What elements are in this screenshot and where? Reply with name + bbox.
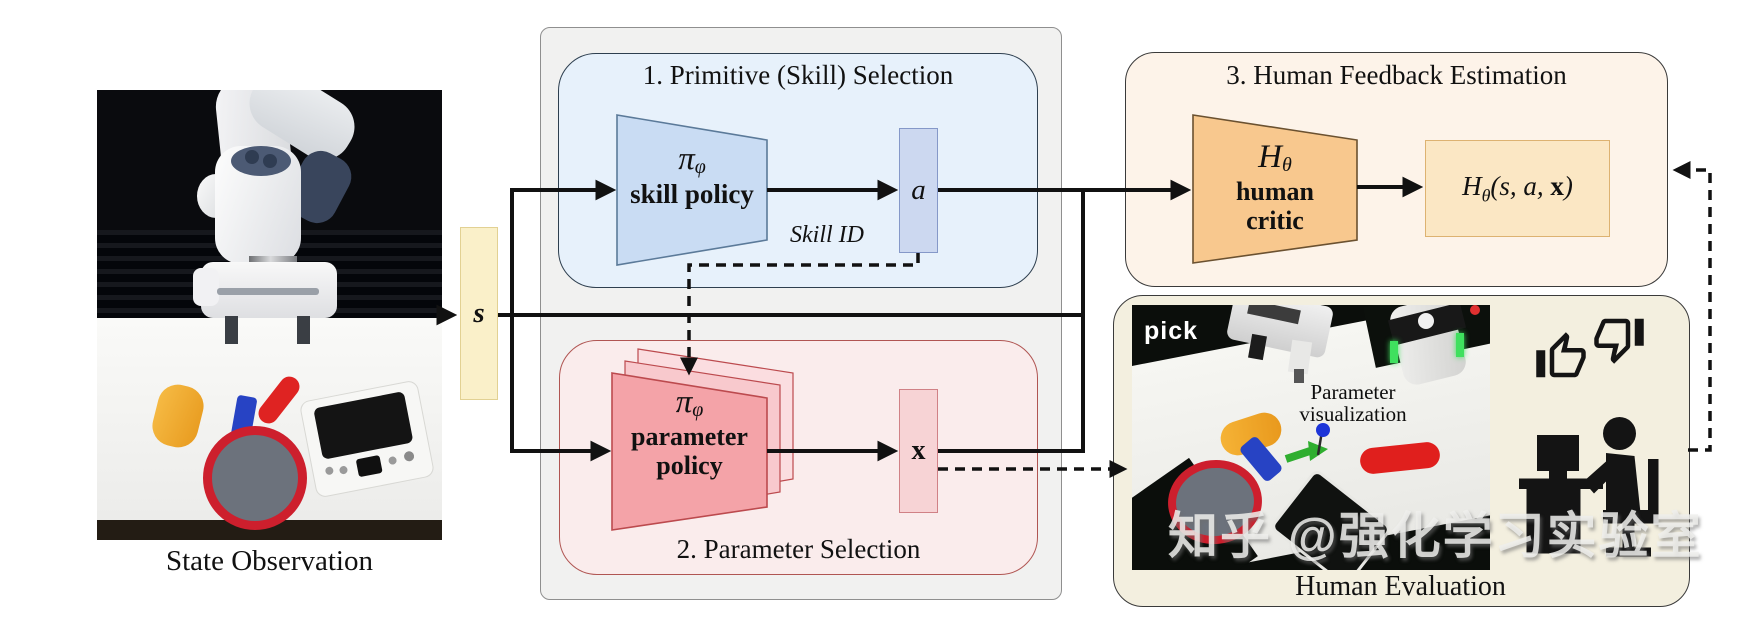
parameter-policy-text-line1: parameter	[631, 421, 748, 451]
chair-seat	[1603, 510, 1656, 524]
cooktop-button-1	[324, 466, 335, 476]
panel1-title: 1. Primitive (Skill) Selection	[642, 60, 954, 90]
eval-gripper-tip	[1294, 369, 1304, 383]
skill-output-label: a	[911, 174, 926, 206]
state-signal-box: s	[460, 227, 498, 400]
robot-top-cap	[231, 146, 291, 176]
photo-tag: pick	[1144, 317, 1199, 345]
feedback-output-formula: Hθ(s, a, x)	[1462, 171, 1573, 206]
panel3-title: 3. Human Feedback Estimation	[1226, 60, 1567, 90]
human-critic-text-line2: critic	[1246, 205, 1304, 235]
parameter-marker	[1284, 423, 1330, 463]
thumbs-down-rotation	[1594, 318, 1644, 364]
phi-subscript: φ	[694, 156, 706, 179]
cooktop-button-4	[403, 450, 415, 463]
pi-symbol: π	[675, 384, 693, 420]
annotation-line2: visualization	[1299, 402, 1407, 427]
robot-cap-button-right	[263, 154, 277, 168]
evaluation-photo: pick Parameter visualization	[1132, 305, 1490, 570]
skill-policy-label: πφ skill policy	[617, 141, 767, 209]
skill-id-label: Skill ID	[790, 222, 864, 248]
monitor-stand	[1549, 471, 1567, 479]
human-critic-text-line1: human	[1235, 176, 1315, 206]
robot-finger-left	[225, 316, 238, 344]
desk-body	[1526, 489, 1581, 554]
eval-robot-dial	[1418, 313, 1434, 329]
photo-table-edge	[97, 520, 442, 540]
person-arm	[1583, 457, 1620, 494]
skill-policy-symbol: πφ	[617, 141, 767, 179]
parameter-policy-label: πφ parameter policy	[612, 384, 767, 480]
monitor	[1537, 435, 1579, 471]
parameter-policy-text-line2: policy	[656, 450, 723, 480]
h-symbol: H	[1258, 139, 1282, 175]
person-head	[1603, 417, 1636, 450]
skill-policy-text: skill policy	[630, 178, 754, 209]
parameter-output-box: x	[899, 389, 938, 513]
human-evaluation-caption: Human Evaluation	[1295, 571, 1506, 602]
cooktop-button-3	[387, 455, 398, 466]
robot-hand-wing	[193, 268, 219, 306]
thumbs-up-icon	[1536, 332, 1586, 378]
eval-robot-light-right	[1456, 333, 1464, 357]
panel2-title: 2. Parameter Selection	[676, 534, 921, 564]
phi-subscript: φ	[692, 399, 704, 422]
cooktop-button-2	[338, 465, 349, 475]
formula-close: )	[1563, 170, 1573, 201]
formula-x: x	[1550, 170, 1564, 201]
robot-hand-slot	[217, 288, 319, 295]
parameter-policy-symbol: πφ	[612, 384, 767, 422]
human-critic-label: Hθ human critic	[1193, 139, 1357, 235]
formula-args: (s, a,	[1490, 170, 1551, 201]
chair-post	[1622, 523, 1635, 548]
robot-finger-right	[297, 316, 310, 344]
feedback-output-box: Hθ(s, a, x)	[1425, 140, 1610, 237]
theta-subscript: θ	[1481, 185, 1491, 206]
thumbs-down-icon	[1594, 318, 1644, 364]
eval-robot-red-dot	[1470, 305, 1480, 315]
cooktop-display	[355, 454, 383, 478]
human-critic-symbol: Hθ	[1193, 139, 1357, 177]
cooktop-glass	[313, 391, 414, 460]
desk-top	[1519, 478, 1603, 489]
state-observation-caption: State Observation	[166, 545, 373, 577]
annotation-line1: Parameter	[1310, 380, 1396, 404]
pan-object	[203, 426, 307, 530]
thumbs-down-glyph	[1594, 318, 1644, 364]
chair-base	[1606, 547, 1651, 557]
parameter-visualization-annotation: Parameter visualization	[1268, 381, 1438, 425]
eval-robot-light-left	[1390, 341, 1398, 363]
person-at-computer-icon	[1519, 417, 1659, 557]
state-signal-label: s	[473, 297, 485, 329]
chair-back	[1648, 459, 1659, 524]
parameter-output-label: x	[911, 435, 926, 466]
state-observation-photo	[97, 90, 442, 540]
pi-symbol: π	[678, 141, 695, 177]
person-at-computer-glyph	[1519, 417, 1659, 557]
thumbs-up-glyph	[1536, 332, 1586, 378]
robot-cap-button-left	[245, 150, 259, 164]
skill-output-box: a	[899, 128, 938, 253]
h-symbol: H	[1462, 170, 1482, 201]
green-arrow-shaft	[1284, 447, 1312, 463]
theta-subscript: θ	[1282, 154, 1292, 177]
pin-head	[1316, 423, 1330, 437]
